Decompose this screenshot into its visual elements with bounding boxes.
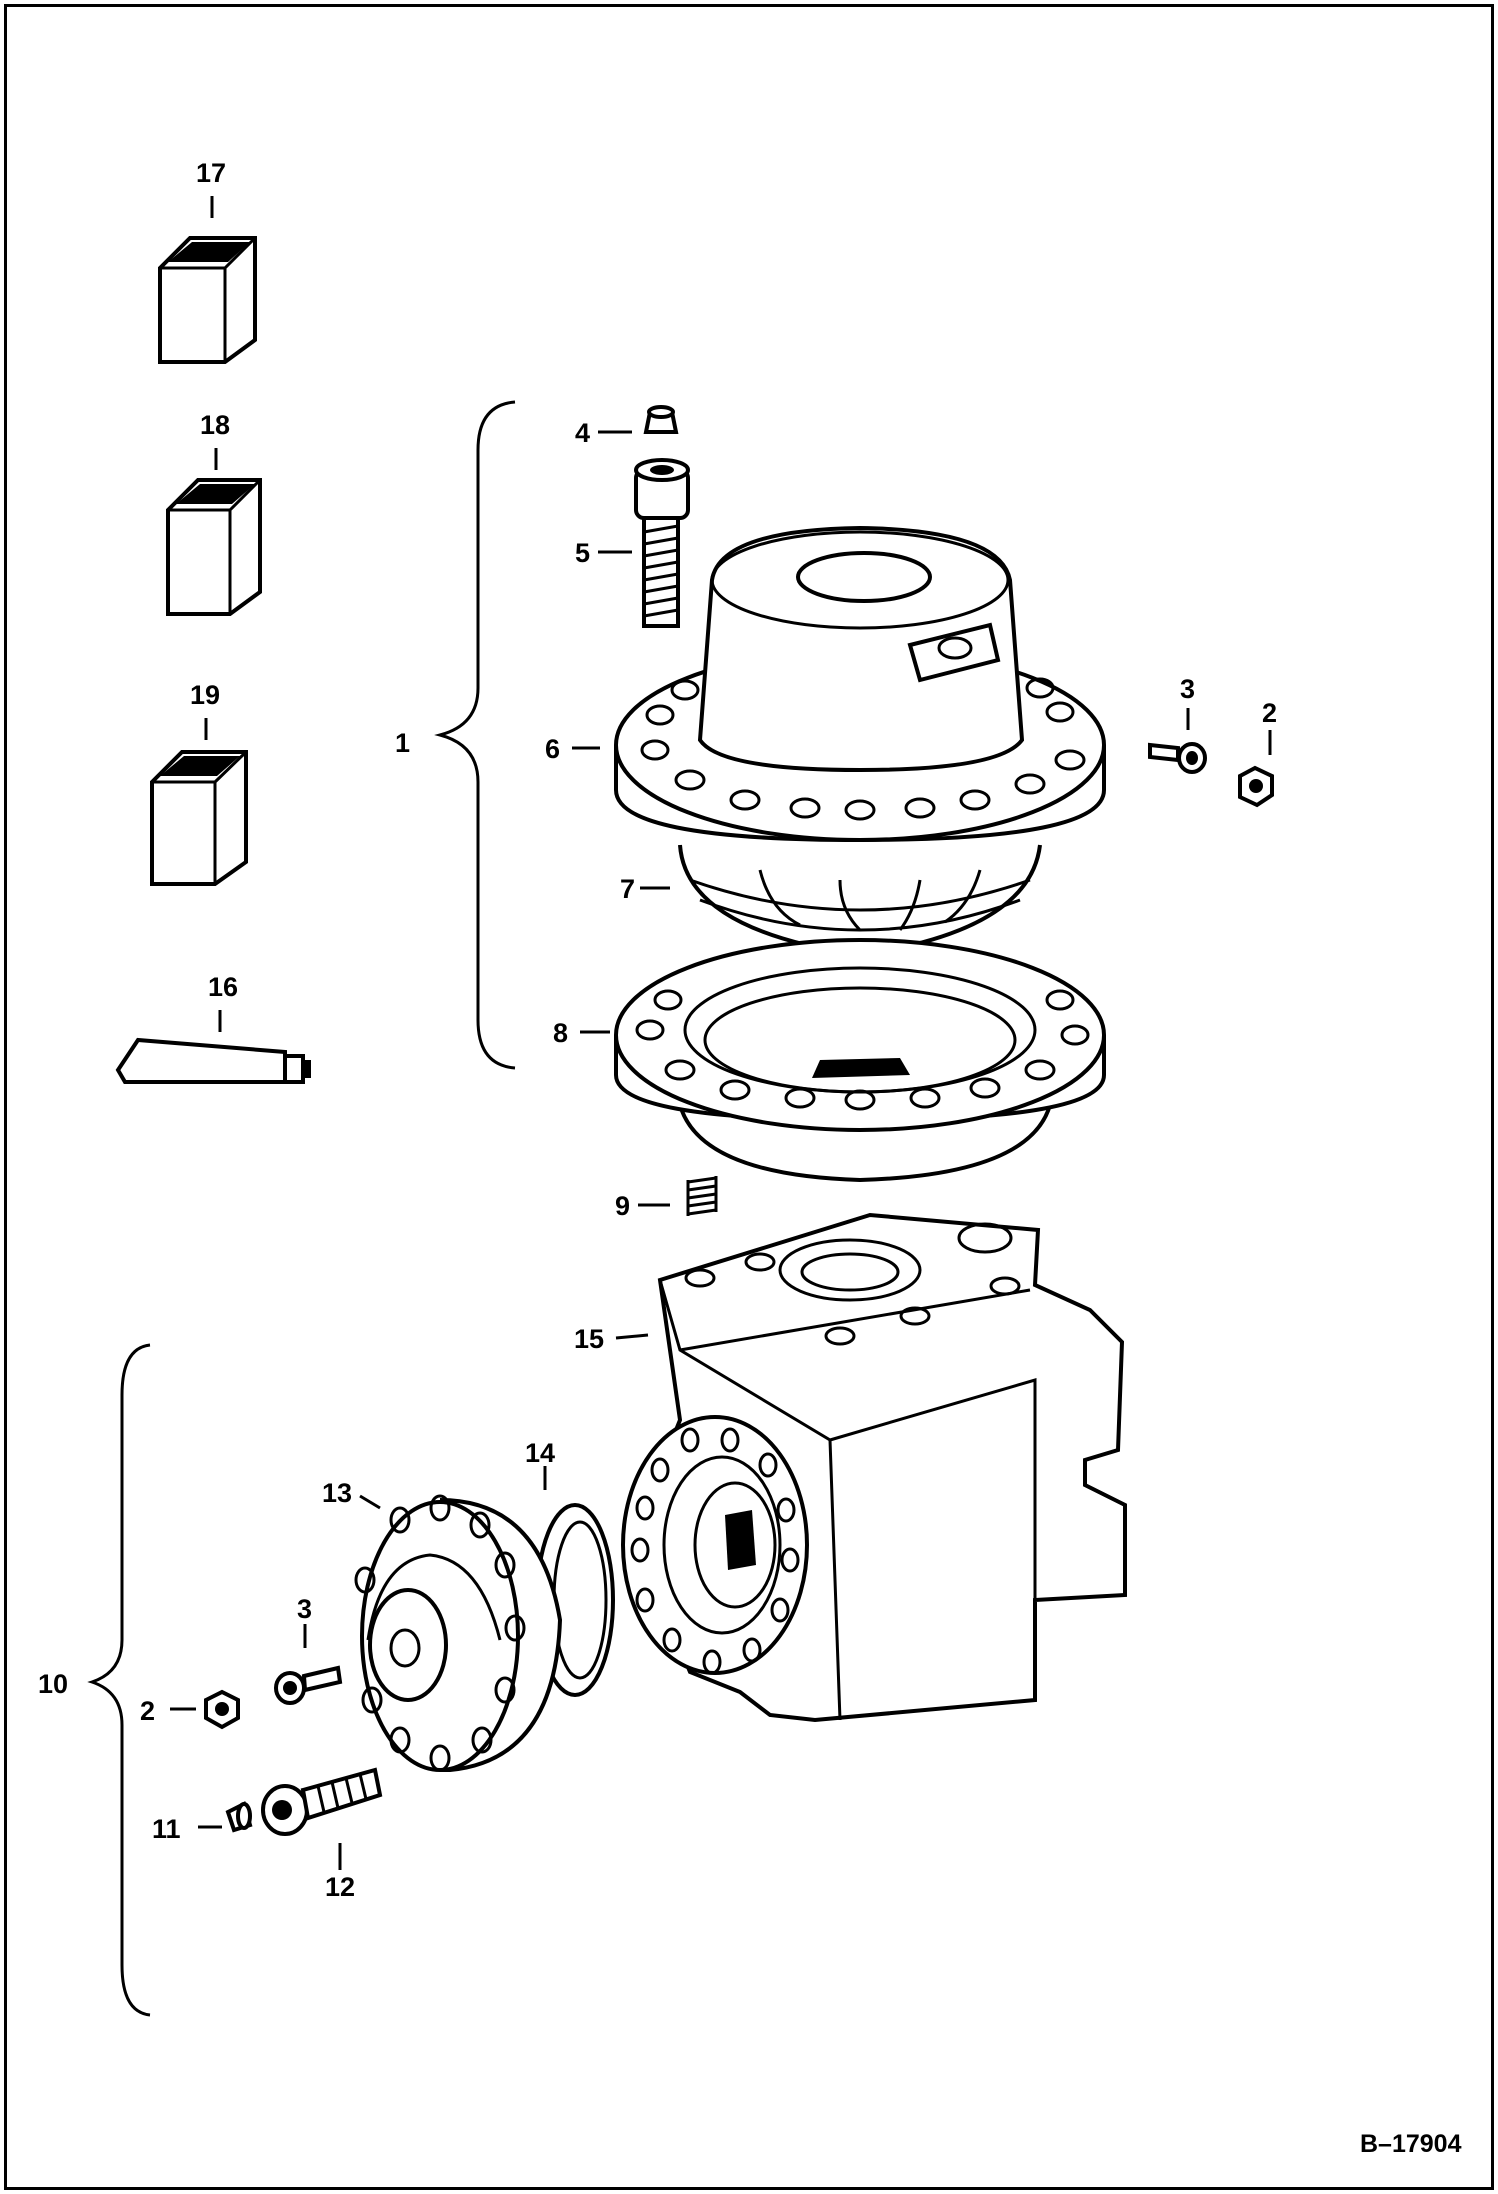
sealant-tube-16[interactable] — [115, 1037, 311, 1084]
callout-6: 6 — [545, 734, 560, 764]
leader-lines — [170, 196, 1272, 1870]
callout-10: 10 — [38, 1669, 68, 1699]
callout-11: 11 — [152, 1814, 181, 1844]
callout-19: 19 — [190, 680, 220, 710]
callout-14: 14 — [525, 1438, 555, 1468]
bolt-5[interactable] — [634, 458, 690, 628]
callout-18: 18 — [200, 410, 230, 440]
callout-1: 1 — [395, 728, 410, 758]
bolt-12[interactable] — [261, 1767, 383, 1836]
kit-box-18[interactable] — [166, 478, 262, 616]
callout-5: 5 — [575, 538, 590, 568]
gear-housing-15[interactable] — [621, 1212, 1127, 1723]
nut-2-left[interactable] — [204, 1689, 240, 1730]
drawing-reference-number: B–17904 — [1360, 2130, 1462, 2158]
callout-3: 3 — [1180, 674, 1195, 704]
callout-13: 13 — [322, 1478, 352, 1508]
callout-9: 9 — [615, 1191, 630, 1221]
screw-3-left[interactable] — [274, 1665, 343, 1705]
bracket-10 — [87, 1343, 151, 2017]
callout-16: 16 — [208, 972, 238, 1002]
motor-housing-6[interactable] — [614, 525, 1106, 843]
cam-ring-7[interactable] — [678, 844, 1042, 958]
plug-11[interactable] — [225, 1801, 253, 1833]
nut-2-right[interactable] — [1238, 765, 1274, 808]
callout-labels: 17 18 19 16 1 4 5 6 7 8 9 15 3 2 14 13 3… — [38, 158, 1462, 2158]
kit-box-17[interactable] — [158, 236, 257, 364]
callout-7: 7 — [620, 874, 635, 904]
diagram-border — [4, 4, 1494, 2190]
plug-4[interactable] — [643, 405, 679, 434]
spring-9[interactable] — [686, 1176, 718, 1216]
end-cover-13[interactable] — [354, 1494, 563, 1772]
callout-8: 8 — [553, 1018, 568, 1048]
callout-17: 17 — [196, 158, 226, 188]
callout-2: 2 — [1262, 698, 1277, 728]
callout-3-left: 3 — [297, 1594, 312, 1624]
kit-box-19[interactable] — [150, 750, 248, 886]
callout-12: 12 — [325, 1872, 355, 1902]
bracket-1 — [434, 400, 516, 1070]
callout-2-left: 2 — [140, 1696, 155, 1726]
callout-15: 15 — [574, 1324, 604, 1354]
callout-4: 4 — [575, 418, 590, 448]
lower-flange-8[interactable] — [614, 938, 1106, 1183]
screw-3-right[interactable] — [1148, 742, 1207, 774]
